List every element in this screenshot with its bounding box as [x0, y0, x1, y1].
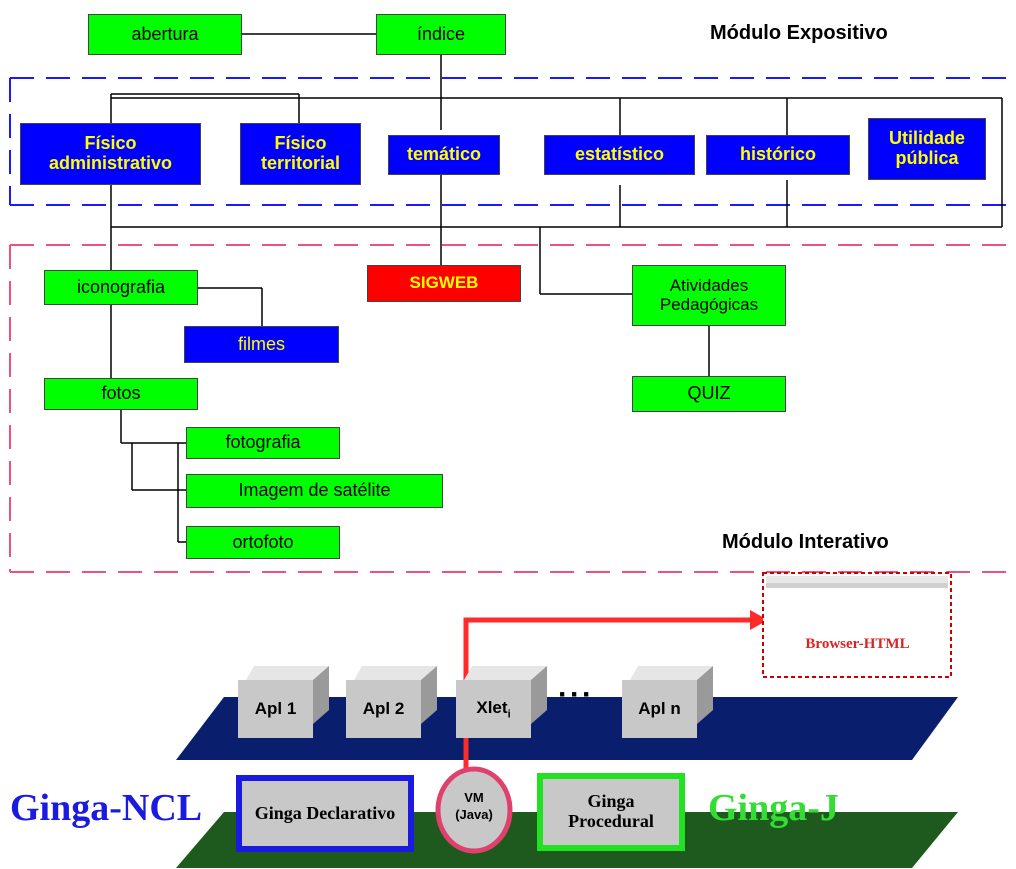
quiz-box: QUIZ	[632, 376, 786, 412]
fisico-territorial-box: Físico territorial	[240, 123, 361, 185]
historico-box: histórico	[706, 135, 850, 175]
expositivo-frame	[9, 77, 1010, 206]
ginga-j-label: Ginga-J	[708, 787, 839, 829]
interativo-title: Módulo Interativo	[722, 531, 889, 553]
fotos-box: fotos	[44, 378, 198, 410]
estatistico-box: estatístico	[544, 135, 695, 175]
apl1-label: Apl 1	[254, 699, 297, 718]
ginga-procedural-box: Ginga Procedural	[537, 773, 685, 851]
fotografia-box: fotografia	[186, 427, 340, 459]
ortofoto-box: ortofoto	[186, 526, 340, 559]
browser-html-label: Browser-HTML	[805, 636, 910, 652]
vm-circle	[435, 766, 513, 854]
apl1-cube: Apl 1	[238, 680, 313, 738]
ginga-declarativo-box: Ginga Declarativo	[236, 775, 414, 852]
imagem-satelite-box: Imagem de satélite	[186, 474, 443, 508]
ellipsis: ···	[558, 678, 594, 711]
fisico-administrativo-box: Físico administrativo	[20, 123, 201, 185]
sigweb-box: SIGWEB	[367, 265, 521, 302]
xlet-cube: Xleti	[456, 680, 531, 738]
xlet-label: Xleti	[476, 697, 511, 721]
atividades-box: Atividades Pedagógicas	[632, 265, 786, 326]
abertura-box: abertura	[88, 14, 242, 55]
ginga-ncl-label: Ginga-NCL	[10, 787, 203, 829]
apl2-label: Apl 2	[362, 699, 405, 718]
iconografia-box: iconografia	[44, 270, 198, 305]
apln-cube: Apl n	[622, 680, 697, 738]
utilidade-publica-box: Utilidade pública	[868, 118, 986, 180]
vm-java-label: VM (Java)	[455, 790, 493, 822]
filmes-box: filmes	[184, 326, 339, 363]
tematico-box: temático	[388, 135, 500, 175]
browser-frame	[762, 572, 952, 678]
apln-label: Apl n	[638, 699, 681, 718]
expositivo-title: Módulo Expositivo	[710, 22, 888, 44]
apl2-cube: Apl 2	[346, 680, 421, 738]
indice-box: índice	[376, 14, 506, 55]
